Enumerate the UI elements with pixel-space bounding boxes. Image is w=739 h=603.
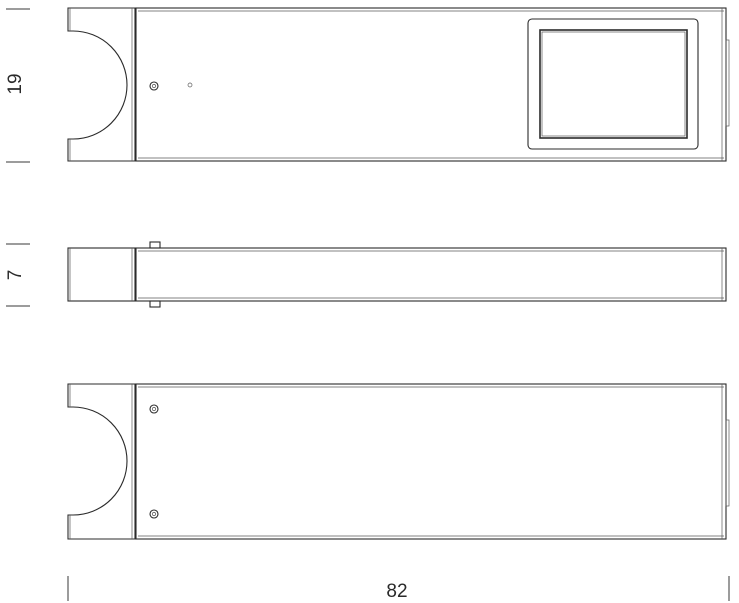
main-body-bottom bbox=[135, 383, 727, 540]
end-cap-bottom bbox=[67, 383, 136, 540]
main-body-side bbox=[135, 247, 727, 302]
dim-label-7: 7 bbox=[5, 270, 26, 281]
dimension-top-height: 19 bbox=[5, 8, 30, 163]
side-view bbox=[67, 241, 727, 308]
end-cap-top bbox=[67, 7, 136, 162]
bottom-view bbox=[67, 383, 730, 540]
screw-icon bbox=[152, 84, 156, 88]
screw-icon bbox=[149, 404, 159, 414]
display-screen bbox=[539, 29, 688, 139]
top-view bbox=[67, 7, 730, 162]
screw-head-top bbox=[149, 241, 161, 249]
display-frame bbox=[527, 18, 699, 150]
side-connector bbox=[725, 39, 730, 127]
screw-icon bbox=[149, 81, 159, 91]
dimension-side-height: 7 bbox=[5, 243, 30, 307]
side-connector bbox=[725, 419, 730, 507]
screw-icon bbox=[152, 512, 156, 516]
dim-label-82: 82 bbox=[386, 581, 407, 602]
sensor-hole-icon bbox=[187, 82, 193, 88]
screw-head-bottom bbox=[149, 300, 161, 308]
screw-icon bbox=[152, 407, 156, 411]
dim-label-19: 19 bbox=[5, 73, 26, 94]
dimension-length: 82 bbox=[67, 576, 730, 602]
end-cap-side bbox=[67, 247, 136, 302]
display-screen-inner bbox=[541, 31, 686, 137]
screw-icon bbox=[149, 509, 159, 519]
